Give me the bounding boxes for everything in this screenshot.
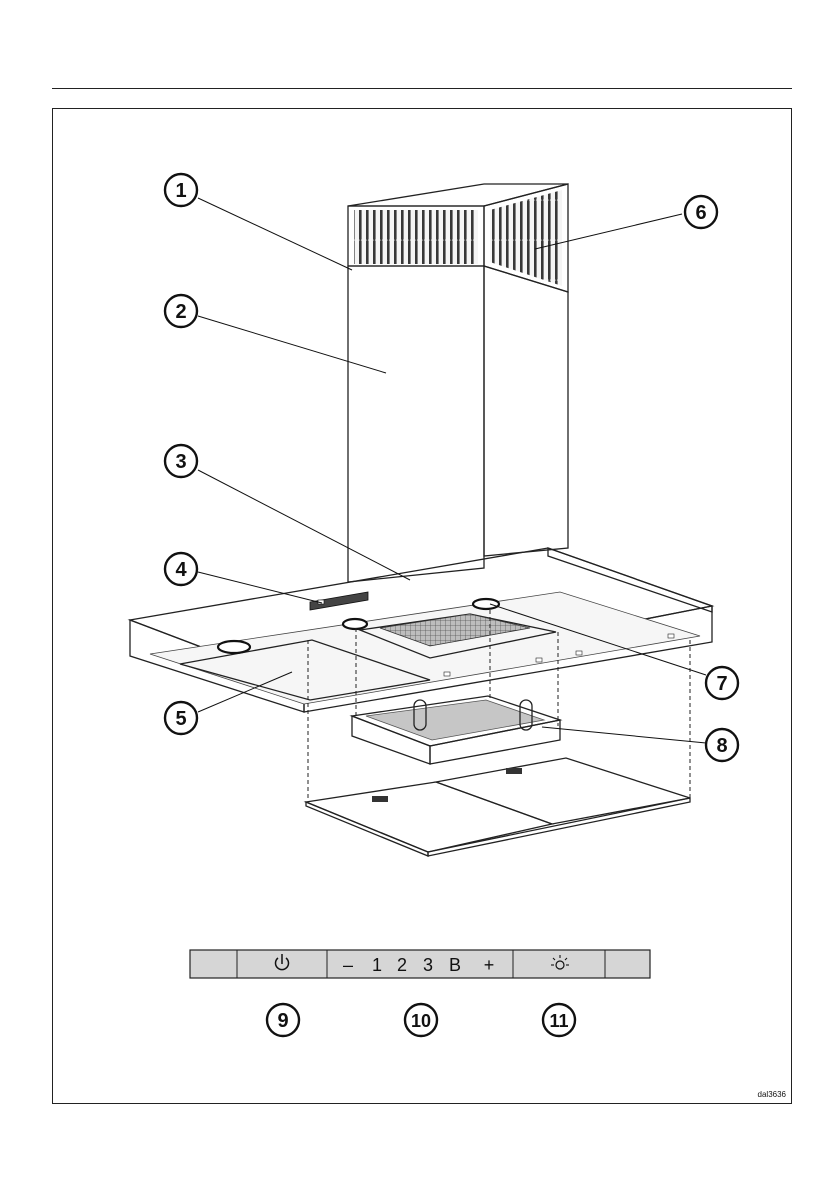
svg-text:4: 4 — [175, 559, 187, 581]
hood-canopy — [130, 548, 712, 712]
svg-text:1: 1 — [175, 180, 186, 202]
callout-8: 8 — [706, 729, 738, 761]
callout-3: 3 — [165, 445, 197, 477]
svg-text:6: 6 — [695, 202, 706, 224]
speed-3-button[interactable]: 3 — [423, 955, 433, 975]
svg-text:9: 9 — [277, 1010, 288, 1032]
svg-text:3: 3 — [175, 451, 186, 473]
boost-button[interactable]: B — [449, 955, 461, 975]
speed-1-button[interactable]: 1 — [372, 955, 382, 975]
callout-4: 4 — [165, 553, 197, 585]
grease-filters — [306, 758, 690, 856]
callout-5: 5 — [165, 702, 197, 734]
callout-11: 11 — [543, 1004, 575, 1036]
svg-text:5: 5 — [175, 708, 186, 730]
svg-text:2: 2 — [175, 301, 186, 323]
speed-2-button[interactable]: 2 — [397, 955, 407, 975]
callout-1: 1 — [165, 174, 197, 206]
svg-text:7: 7 — [716, 673, 727, 695]
light-button[interactable] — [513, 950, 605, 978]
power-button[interactable] — [237, 950, 327, 978]
drawing-code: dal3636 — [758, 1090, 786, 1099]
minus-button[interactable]: – — [343, 955, 353, 975]
chimney-upper-section — [348, 184, 568, 292]
callout-7: 7 — [706, 667, 738, 699]
svg-text:8: 8 — [716, 735, 727, 757]
callout-9: 9 — [267, 1004, 299, 1036]
callout-2: 2 — [165, 295, 197, 327]
charcoal-filter — [352, 696, 560, 764]
callout-6: 6 — [685, 196, 717, 228]
svg-text:11: 11 — [549, 1011, 568, 1031]
plus-button[interactable]: + — [484, 955, 495, 975]
chimney-lower-section — [348, 266, 568, 582]
callout-10: 10 — [405, 1004, 437, 1036]
svg-text:10: 10 — [411, 1011, 431, 1031]
